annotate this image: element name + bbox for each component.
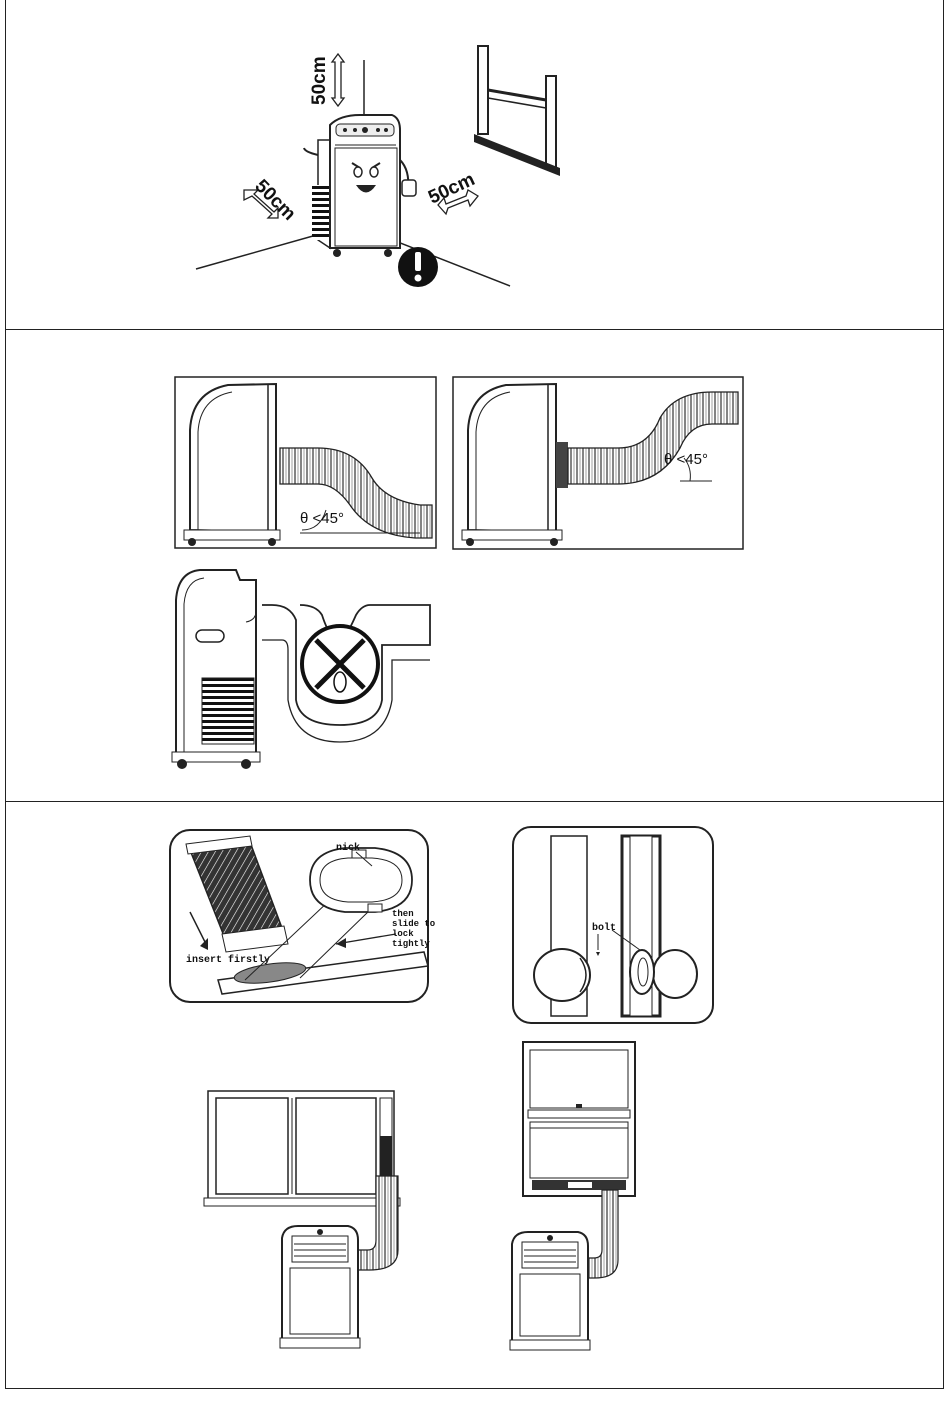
- prohibited-x-icon: [302, 626, 378, 702]
- hose-angle-panel-2: θ <45°: [453, 377, 743, 549]
- hose-angle-label-2: θ <45°: [664, 451, 708, 468]
- hose-angle-label-1: θ <45°: [300, 510, 344, 527]
- bolt-label: bolt: [592, 922, 616, 934]
- hose-sag-prohibited: [172, 570, 430, 769]
- exclamation-warning-icon: [398, 247, 438, 287]
- ac-unit-2: [510, 1232, 590, 1350]
- connector-insertion-panel: insert firstly nick then slide to lock t…: [170, 830, 441, 1002]
- hose-angle-panel-1: θ <45°: [175, 377, 436, 548]
- ac-unit-mascot: [304, 115, 416, 257]
- sliding-window-install: [204, 1091, 400, 1348]
- clearance-arrow-left: 50cm: [244, 176, 300, 225]
- clearance-arrow-top: 50cm: [309, 54, 344, 106]
- window-illustration: [474, 46, 560, 176]
- clearance-top-label: 50cm: [309, 56, 330, 105]
- hung-window-install: [510, 1042, 635, 1350]
- then-slide-label: then slide to lock tightly: [392, 909, 441, 949]
- ac-unit-1: [280, 1226, 360, 1348]
- clearance-arrow-right: 50cm: [425, 169, 478, 214]
- bolt-lock-panel: bolt: [513, 827, 713, 1023]
- insert-firstly-label: insert firstly: [186, 954, 270, 966]
- clearance-illustration: 50cm 50cm 50cm: [196, 46, 560, 287]
